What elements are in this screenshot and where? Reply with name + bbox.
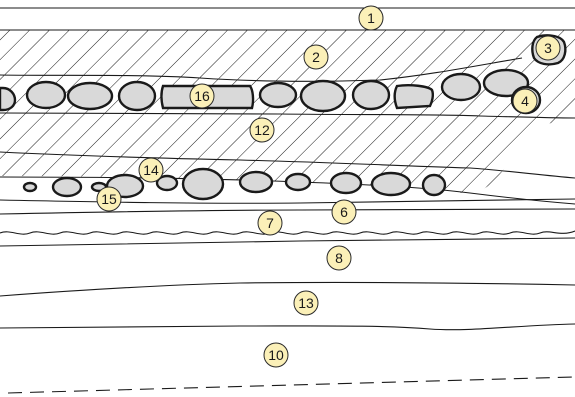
marker-8: 8 <box>326 245 352 271</box>
marker-4: 4 <box>512 88 538 114</box>
marker-13: 13 <box>293 290 319 316</box>
svg-text:7: 7 <box>266 215 274 231</box>
svg-text:2: 2 <box>312 49 320 65</box>
marker-16: 16 <box>189 83 215 109</box>
marker-6: 6 <box>331 199 357 225</box>
marker-7: 7 <box>257 210 283 236</box>
svg-text:8: 8 <box>335 250 343 266</box>
svg-text:14: 14 <box>143 162 159 178</box>
svg-text:16: 16 <box>194 88 210 104</box>
svg-text:6: 6 <box>340 204 348 220</box>
svg-text:1: 1 <box>367 10 375 26</box>
marker-14: 14 <box>138 157 164 183</box>
svg-text:3: 3 <box>544 40 552 56</box>
svg-text:12: 12 <box>254 122 270 138</box>
marker-3: 3 <box>535 35 561 61</box>
svg-text:15: 15 <box>101 191 117 207</box>
svg-text:10: 10 <box>268 347 284 363</box>
marker-15: 15 <box>96 186 122 212</box>
svg-text:13: 13 <box>298 295 314 311</box>
layer-boundaries <box>0 7 575 394</box>
marker-2: 2 <box>303 44 329 70</box>
marker-12: 12 <box>249 117 275 143</box>
marker-1: 1 <box>358 5 384 31</box>
marker-10: 10 <box>263 342 289 368</box>
hatched-layer <box>0 30 575 194</box>
svg-text:4: 4 <box>521 93 529 109</box>
